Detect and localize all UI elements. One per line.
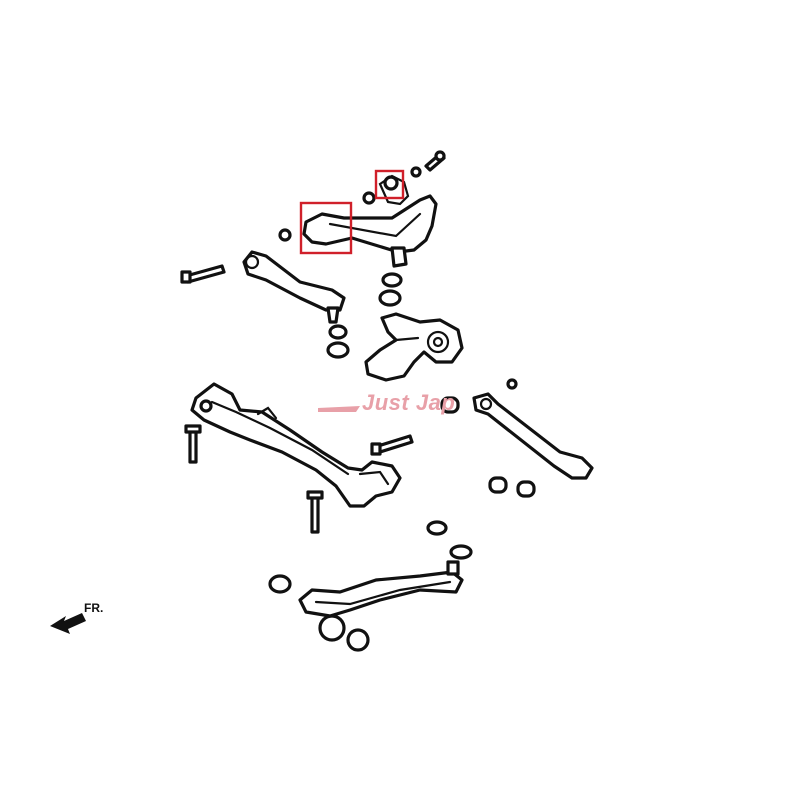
washer (278, 228, 292, 242)
washer (410, 166, 422, 178)
subframe-bolt-right (370, 434, 414, 456)
rear-subframe (190, 382, 402, 508)
upper-arm-front-bushing-highlight (299, 201, 353, 255)
front-arrow-icon (50, 613, 86, 634)
lower-control-arm (298, 560, 464, 618)
rear-knuckle (364, 312, 464, 382)
lower-arm-bushings (268, 520, 473, 652)
washer (383, 175, 399, 191)
bushing-stack-upper (326, 272, 403, 359)
lateral-link-bolt (180, 264, 226, 284)
subframe-bolt-left (184, 424, 202, 464)
upper-arm-rear-bushing-highlight (374, 169, 405, 200)
watermark-swoosh (318, 406, 360, 412)
washer (362, 191, 376, 205)
direction-label: FR. (84, 601, 103, 615)
subframe-bolt-center (306, 490, 324, 534)
lateral-link-arm (242, 250, 346, 324)
toe-rod-bushings (440, 378, 536, 498)
upper-arm-bolt (424, 150, 446, 172)
front-direction-indicator: FR. (50, 601, 103, 634)
watermark: Just Jap (318, 390, 455, 415)
watermark-text: Just Jap (362, 390, 455, 415)
toe-control-rod (472, 392, 594, 480)
